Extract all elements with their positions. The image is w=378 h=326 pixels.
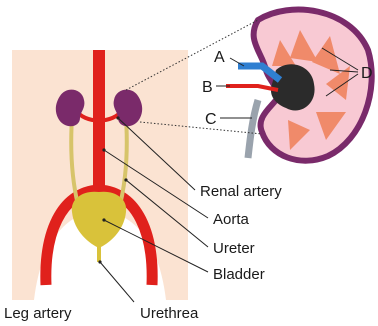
leader-dot <box>102 148 105 151</box>
label-urethra: Urethrea <box>140 305 199 322</box>
leader-urethra <box>100 262 134 302</box>
label-d: D <box>361 65 373 82</box>
leader-dot <box>98 260 101 263</box>
leader-dot <box>102 218 105 221</box>
label-renal-artery: Renal artery <box>200 183 282 200</box>
label-leg-artery: Leg artery <box>4 305 72 322</box>
label-c: C <box>205 111 217 128</box>
label-aorta: Aorta <box>213 211 250 228</box>
leader-dot <box>116 116 119 119</box>
bladder-organ <box>72 192 126 248</box>
label-bladder: Bladder <box>213 266 265 283</box>
label-ureter: Ureter <box>213 240 255 257</box>
label-a: A <box>214 49 225 66</box>
kidney-cross-section <box>226 10 372 161</box>
leader-a <box>230 58 244 66</box>
label-b: B <box>202 79 213 96</box>
leader-dot <box>124 178 127 181</box>
